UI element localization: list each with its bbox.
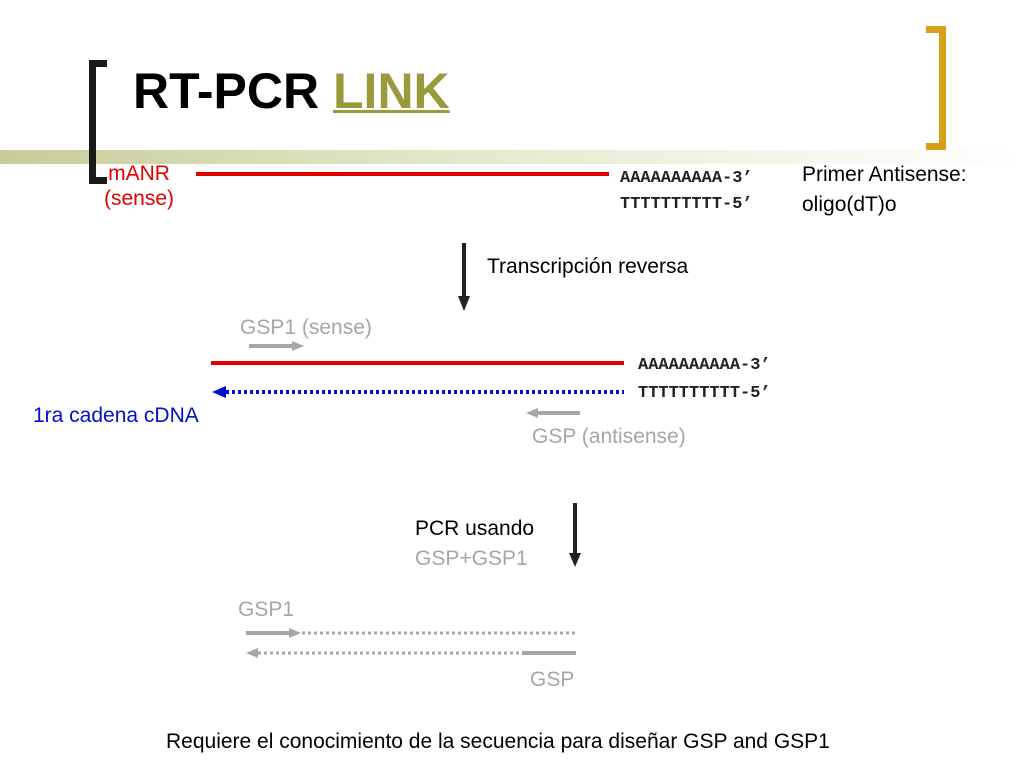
reverse-transcription-label: Transcripción reversa (487, 255, 689, 278)
gsp1-product-label: GSP1 (238, 598, 295, 621)
right-bracket-decoration (926, 26, 946, 150)
polya-tail-step1: AAAAAAAAAA-3’ (620, 169, 753, 188)
gsp1-sense-arrow-head (292, 341, 304, 351)
gsp-antisense-arrow-head (526, 408, 538, 418)
cdna-label: 1ra cadena cDNA (33, 404, 199, 427)
gsp1-sense-label: GSP1 (sense) (240, 316, 372, 339)
gsp1-product-arrow-head (289, 628, 301, 638)
oligo-dt-label: oligo(dT)o (802, 193, 897, 216)
polya-tail-step2: AAAAAAAAAA-3’ (638, 356, 771, 375)
title-band (0, 150, 1024, 164)
primer-antisense-label: Primer Antisense: (802, 163, 967, 186)
mrna-label-name: mANR (108, 162, 170, 185)
pcr-arrow-head (569, 553, 581, 567)
gsp-product-arrow-head (246, 648, 258, 658)
gsp-antisense-label: GSP (antisense) (532, 425, 686, 448)
footer-note: Requiere el conocimiento de la secuencia… (166, 730, 830, 753)
gsp-product-label: GSP (530, 668, 575, 691)
reverse-transcription-arrow-head (458, 296, 470, 311)
cdna-arrow-head (212, 386, 226, 398)
title-link[interactable]: LINK (333, 63, 450, 119)
pcr-primers-label: GSP+GSP1 (415, 547, 528, 570)
title-main: RT-PCR (133, 63, 320, 119)
mrna-label-sense: (sense) (103, 187, 175, 211)
left-bracket-decoration (89, 60, 107, 184)
pcr-label: PCR usando (415, 517, 535, 540)
oligo-dt-step2: TTTTTTTTTT-5’ (638, 384, 771, 403)
oligo-dt-step1: TTTTTTTTTT-5’ (620, 195, 753, 214)
mrna-label: mANR (sense) (93, 161, 185, 211)
slide-title: RT-PCR LINK (133, 66, 450, 116)
